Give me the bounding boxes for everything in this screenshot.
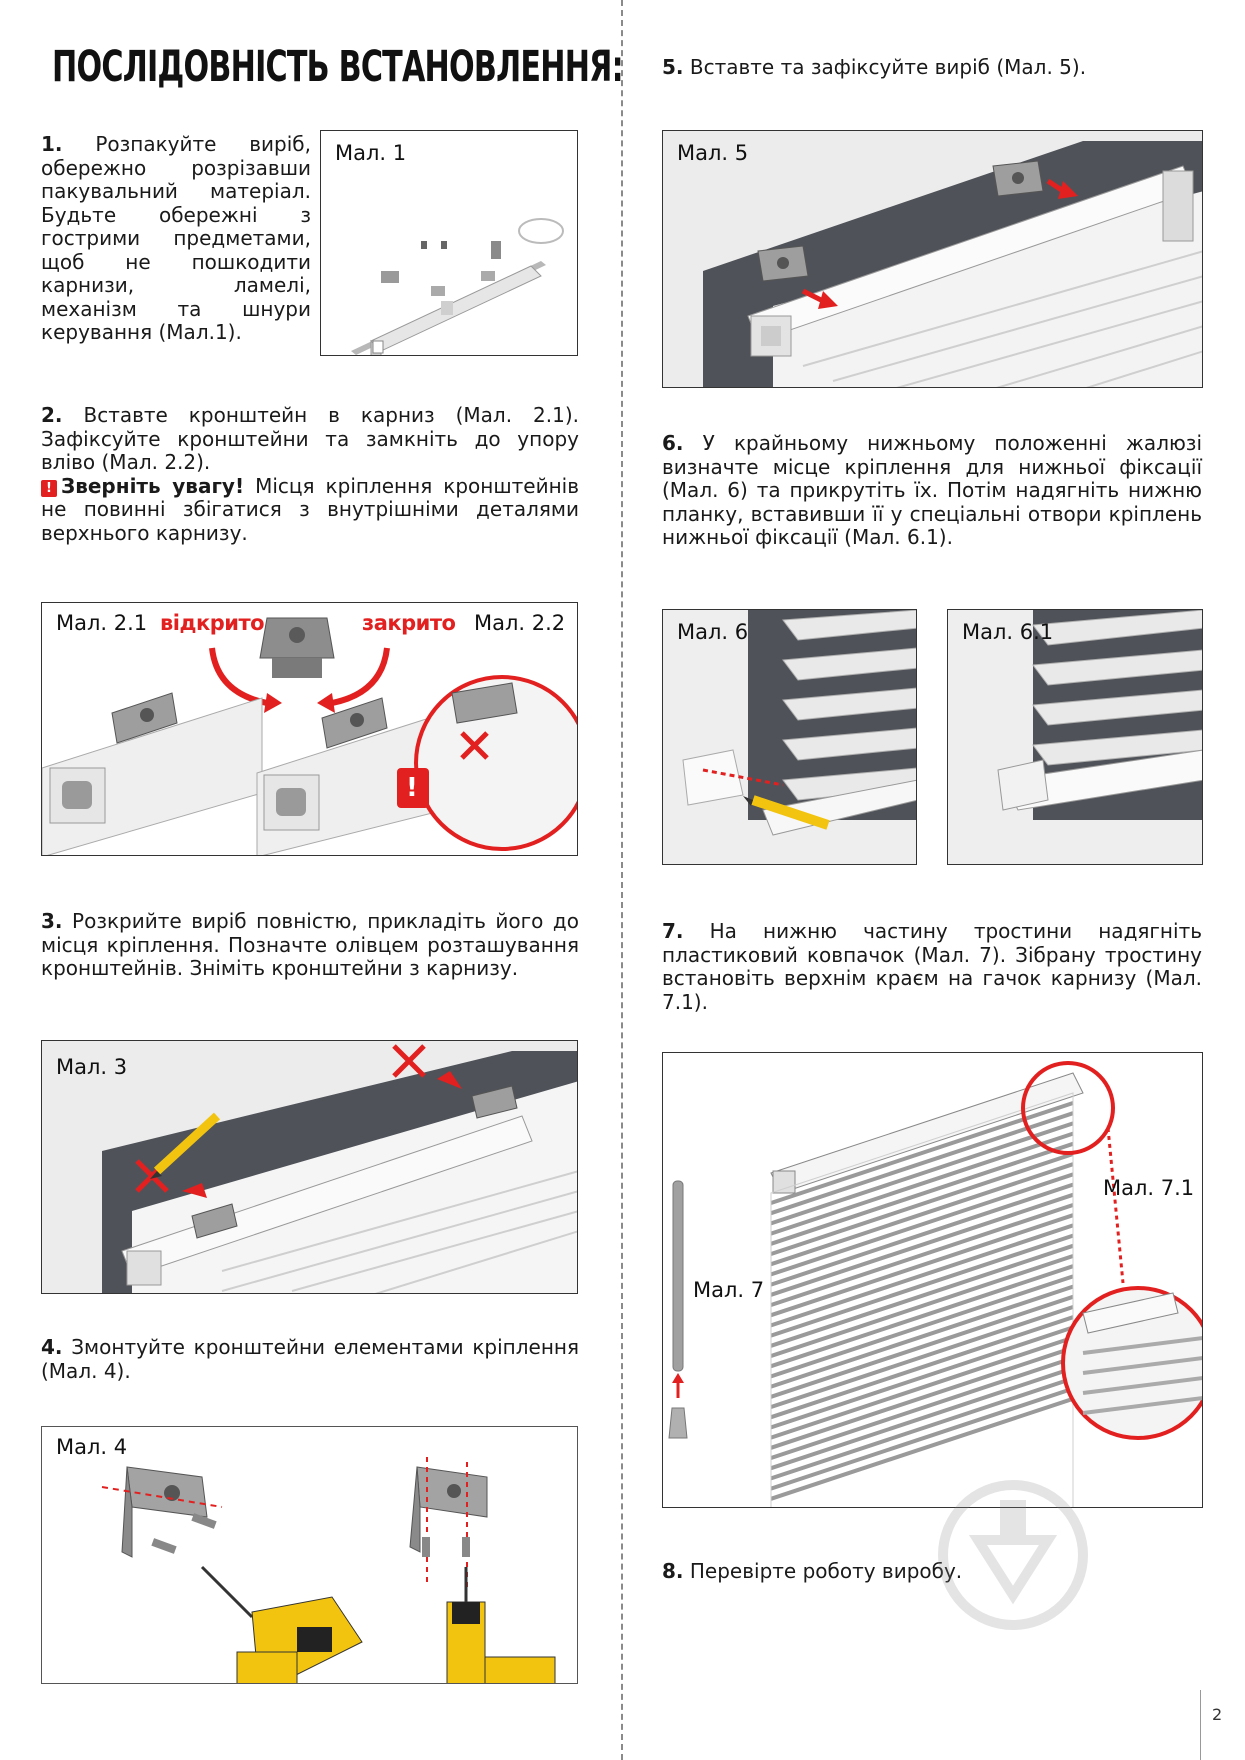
page-number-rule — [1200, 1690, 1201, 1760]
open-label: відкрито — [160, 611, 265, 635]
blind-slat — [770, 1305, 1074, 1409]
step-6-body: У крайньому нижньому положенні жалюзі ви… — [662, 431, 1203, 549]
step-7-body: На нижню частину тростини надягніть плас… — [662, 919, 1203, 1014]
figure-7-label: Мал. 7 — [693, 1278, 765, 1302]
warning-label: Зверніть увагу! — [61, 473, 245, 498]
blind-slat — [770, 1386, 1074, 1491]
blind-slat — [770, 1264, 1074, 1369]
blind-slat — [770, 1203, 1074, 1307]
figure-4: Мал. 4 — [41, 1426, 578, 1684]
step-3-number: 3. — [41, 909, 63, 933]
blind-slat — [770, 1345, 1074, 1450]
step-4-text: 4. Змонтуйте кронштейни елементами кріпл… — [41, 1335, 579, 1383]
figure-1: Мал. 1 — [320, 130, 578, 356]
figure-5-label: Мал. 5 — [677, 141, 749, 165]
blind-slat — [770, 1356, 1074, 1460]
step-2-body: Вставте кронштейн в карниз (Мал. 2.1). З… — [41, 403, 579, 474]
blind-slat — [770, 1223, 1074, 1328]
blind-slat — [770, 1294, 1074, 1399]
figure-3: Мал. 3 — [41, 1040, 578, 1294]
blind-slat — [770, 1254, 1074, 1358]
step-6-text: 6. У крайньому нижньому положенні жалюзі… — [662, 431, 1203, 550]
closed-label: закрито — [362, 611, 456, 635]
blind-slat — [770, 1284, 1074, 1389]
figure-1-illustration — [351, 218, 564, 355]
blind-slat — [770, 1366, 1074, 1471]
blind-slat — [770, 1376, 1074, 1481]
step-6-number: 6. — [662, 431, 684, 455]
figure-2: Мал. 2.1 відкрито закрито Мал. 2.2 ! — [41, 602, 578, 856]
blind-slat — [770, 1121, 1074, 1226]
figure-7: Мал. 7 Мал. 7.1 — [662, 1052, 1203, 1508]
step-8-body: Перевірте роботу виробу. — [689, 1559, 963, 1583]
blind-slat — [770, 1243, 1074, 1348]
blind-slat — [770, 1152, 1074, 1256]
step-2-number: 2. — [41, 403, 63, 427]
figure-2-illustration — [42, 617, 577, 855]
blind-slat — [770, 1172, 1074, 1277]
step-5-text: 5. Вставте та зафіксуйте виріб (Мал. 5). — [662, 55, 1202, 80]
step-1-number: 1. — [41, 132, 63, 156]
step-3-body: Розкрийте виріб повністю, прикладіть йог… — [41, 909, 579, 980]
warning-icon: ! — [41, 479, 57, 497]
figure-4-illustration — [101, 1457, 556, 1683]
blind-slat — [770, 1396, 1074, 1501]
figure-3-label: Мал. 3 — [56, 1055, 128, 1079]
blind-slat — [770, 1141, 1074, 1246]
figure-6-illustration — [663, 610, 916, 864]
figure-1-label: Мал. 1 — [335, 141, 407, 165]
figure-3-illustration — [42, 1041, 577, 1293]
figure-7-1-label: Мал. 7.1 — [1103, 1176, 1195, 1200]
blind-slat — [770, 1162, 1074, 1267]
step-4-number: 4. — [41, 1335, 63, 1359]
step-7-number: 7. — [662, 919, 684, 943]
step-1-body: Розпакуйте виріб, обережно розрізавши па… — [41, 132, 311, 344]
watermark-logo — [938, 1480, 1088, 1630]
step-8-number: 8. — [662, 1559, 684, 1583]
page-number: 2 — [1212, 1705, 1223, 1724]
warning-text: Місця кріплення кронштейнів не повинні з… — [41, 473, 580, 545]
step-7-text: 7. На нижню частину тростини надягніть п… — [662, 919, 1203, 1014]
step-8-text: 8. Перевірте роботу виробу. — [662, 1559, 1202, 1584]
blind-slat — [770, 1233, 1074, 1338]
blind-slat — [770, 1111, 1074, 1216]
figure-2-1-label: Мал. 2.1 — [56, 611, 148, 635]
blind-slat — [770, 1325, 1074, 1430]
page-title: ПОСЛІДОВНІСТЬ ВСТАНОВЛЕННЯ: — [52, 42, 624, 92]
step-3-text: 3. Розкрийте виріб повністю, прикладіть … — [41, 909, 579, 981]
blind-slat — [770, 1182, 1074, 1287]
blind-slat — [770, 1335, 1074, 1440]
figure-4-label: Мал. 4 — [56, 1435, 128, 1459]
figure-6-1-label: Мал. 6.1 — [962, 620, 1054, 644]
blind-slat — [770, 1131, 1074, 1236]
step-5-number: 5. — [662, 55, 684, 79]
step-5-body: Вставте та зафіксуйте виріб (Мал. 5). — [689, 55, 1087, 79]
center-divider — [621, 0, 623, 1760]
figure-6-label: Мал. 6 — [677, 620, 749, 644]
step-4-body: Змонтуйте кронштейни елементами кріпленн… — [41, 1335, 579, 1383]
step-1-text: 1. Розпакуйте виріб, обережно розрізавши… — [41, 132, 311, 345]
figure-6-1-illustration — [948, 610, 1202, 864]
step-2-text: 2. Вставте кронштейн в карниз (Мал. 2.1)… — [41, 403, 580, 545]
blind-slat — [770, 1213, 1074, 1318]
figure-7-illustration — [668, 1061, 1202, 1507]
figure-6: Мал. 6 — [662, 609, 917, 865]
figure-2-2-label: Мал. 2.2 — [474, 611, 566, 635]
blind-slat — [770, 1192, 1074, 1297]
figure-6-1: Мал. 6.1 — [947, 609, 1203, 865]
blind-slat — [770, 1274, 1074, 1379]
figure-5: Мал. 5 — [662, 130, 1203, 388]
alert-mark: ! — [406, 773, 418, 803]
figure-5-illustration — [663, 131, 1202, 387]
blind-slat — [770, 1315, 1074, 1420]
